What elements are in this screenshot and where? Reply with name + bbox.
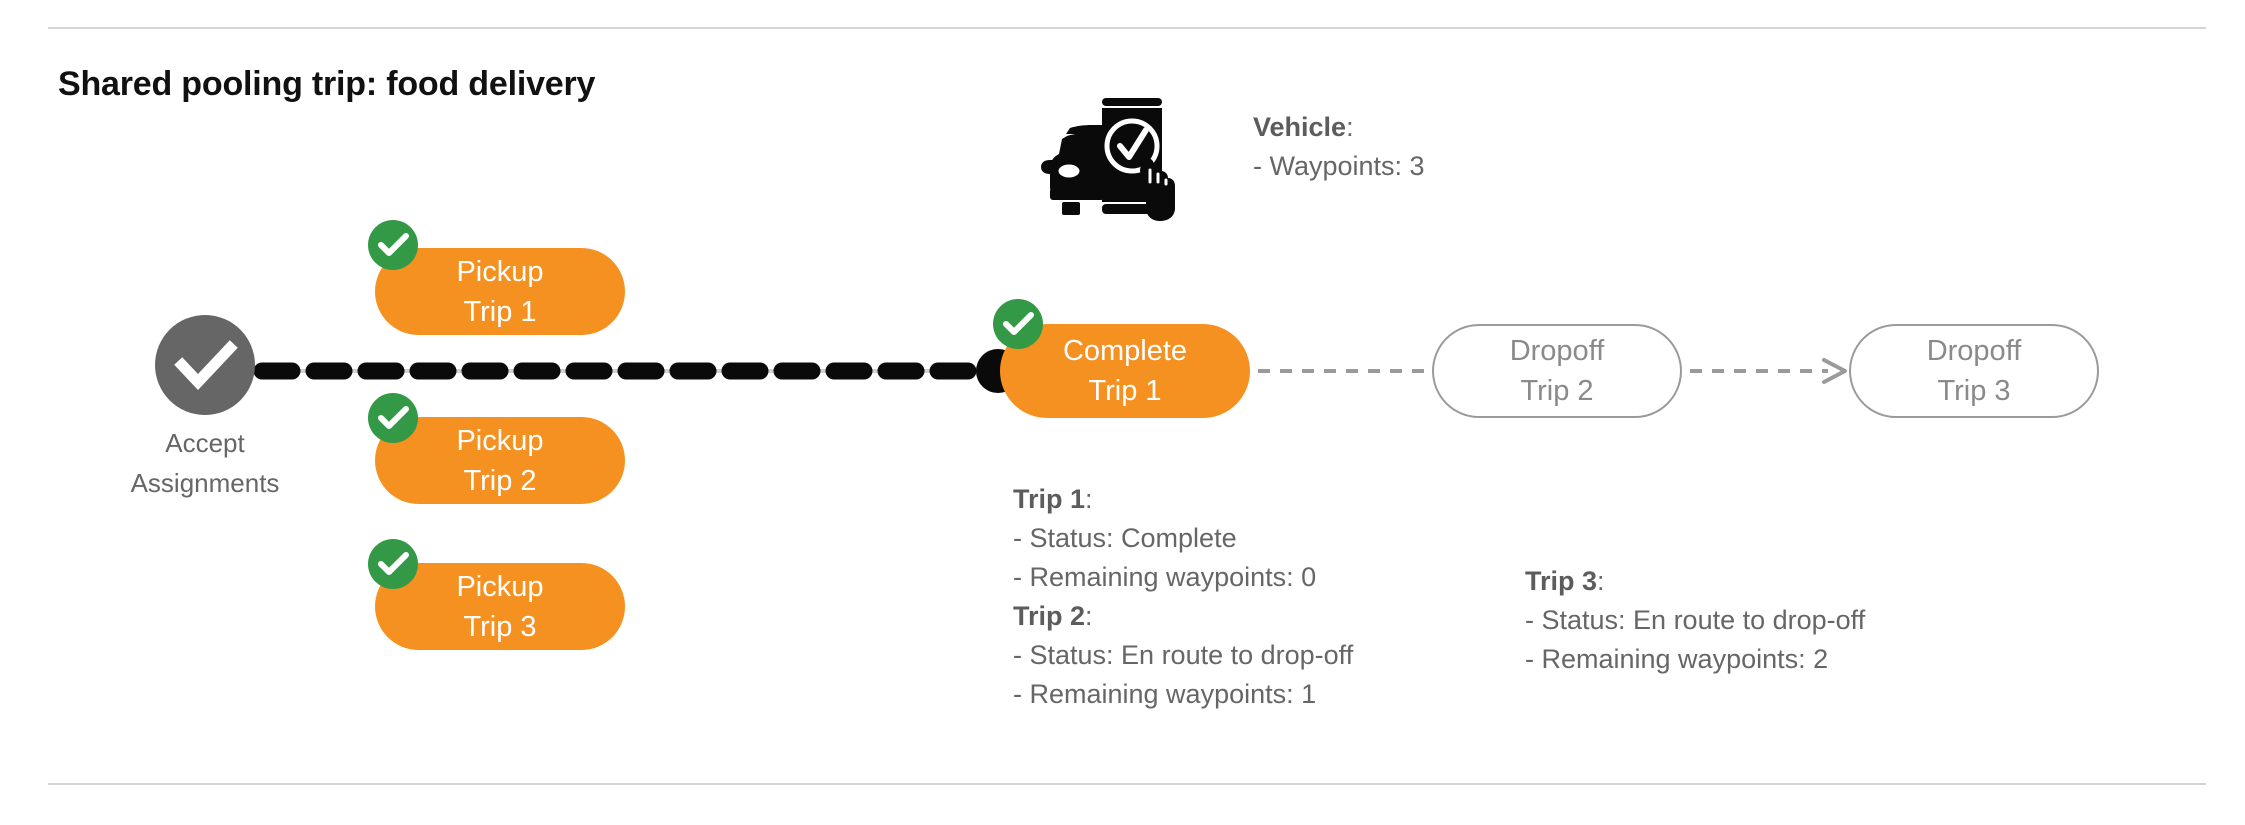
trip-details-right-block: Trip 3: - Status: En route to drop-off -…: [1525, 562, 1865, 679]
trip-1-status: - Status: Complete: [1013, 523, 1237, 553]
node-pickup-trip-1-line1: Pickup: [456, 255, 544, 288]
node-complete-trip-1-line2: Trip 1: [1088, 375, 1162, 407]
node-dropoff-trip-2[interactable]: Dropoff Trip 2: [1432, 324, 1682, 418]
node-pickup-trip-2-line1: Pickup: [456, 424, 544, 457]
check-circle-icon: [155, 315, 255, 415]
trip-1-heading-text: Trip 1: [1013, 484, 1086, 514]
trip-3-heading-text: Trip 3: [1525, 566, 1598, 596]
trip-3-heading: Trip 3:: [1525, 562, 1865, 601]
car-phone-check-icon: [1040, 90, 1190, 225]
vehicle-info-heading: Vehicle:: [1253, 108, 1425, 147]
page-title: Shared pooling trip: food delivery: [58, 65, 596, 103]
trip-2-waypoints: - Remaining waypoints: 1: [1013, 679, 1317, 709]
node-pickup-trip-1-line2: Trip 1: [463, 295, 537, 328]
trip-3-status: - Status: En route to drop-off: [1525, 605, 1866, 635]
vehicle-info-block: Vehicle: - Waypoints: 3: [1253, 108, 1425, 186]
node-complete-trip-1-line1: Complete: [1062, 335, 1188, 367]
node-dropoff-trip-3[interactable]: Dropoff Trip 3: [1849, 324, 2099, 418]
trip-2-heading-suffix: :: [1085, 601, 1093, 631]
node-pickup-trip-3-line1: Pickup: [456, 570, 544, 603]
trip-details-left-block: Trip 1: - Status: Complete - Remaining w…: [1013, 480, 1353, 714]
trip-2-heading: Trip 2:: [1013, 597, 1353, 636]
node-pickup-trip-3-line2: Trip 3: [463, 610, 537, 643]
node-dropoff-trip-2-line2: Trip 2: [1520, 375, 1594, 407]
node-dropoff-trip-2-line1: Dropoff: [1509, 335, 1605, 367]
node-pickup-trip-1[interactable]: Pickup Trip 1: [375, 248, 625, 335]
trip-2-status: - Status: En route to drop-off: [1013, 640, 1354, 670]
node-complete-trip-1[interactable]: Complete Trip 1: [1000, 324, 1250, 418]
node-accept-assignments-label: Accept Assignments: [130, 428, 280, 498]
node-pickup-trip-2-line2: Trip 2: [463, 464, 537, 497]
divider-top: [48, 27, 2206, 29]
trip-1-waypoints: - Remaining waypoints: 0: [1013, 562, 1317, 592]
trip-1-heading-suffix: :: [1085, 484, 1093, 514]
trip-1-heading: Trip 1:: [1013, 480, 1353, 519]
divider-bottom: [48, 783, 2206, 785]
trip-2-heading-text: Trip 2: [1013, 601, 1086, 631]
vehicle-info-waypoints: - Waypoints: 3: [1253, 151, 1425, 181]
node-dropoff-trip-3-line1: Dropoff: [1926, 335, 2022, 367]
trip-3-waypoints: - Remaining waypoints: 2: [1525, 644, 1829, 674]
vehicle-info-heading-text: Vehicle: [1253, 112, 1347, 142]
node-pickup-trip-3[interactable]: Pickup Trip 3: [375, 563, 625, 650]
green-check-badge-pickup-3: [368, 539, 418, 589]
node-accept-assignments[interactable]: Accept Assignments: [131, 315, 279, 498]
vehicle-info-heading-suffix: :: [1346, 112, 1354, 142]
green-check-badge-pickup-2: [368, 393, 418, 443]
green-check-badge-pickup-1: [368, 220, 418, 270]
node-pickup-trip-2[interactable]: Pickup Trip 2: [375, 417, 625, 504]
trip-3-heading-suffix: :: [1597, 566, 1605, 596]
node-dropoff-trip-3-line2: Trip 3: [1937, 375, 2011, 407]
green-check-badge-complete: [993, 299, 1043, 349]
